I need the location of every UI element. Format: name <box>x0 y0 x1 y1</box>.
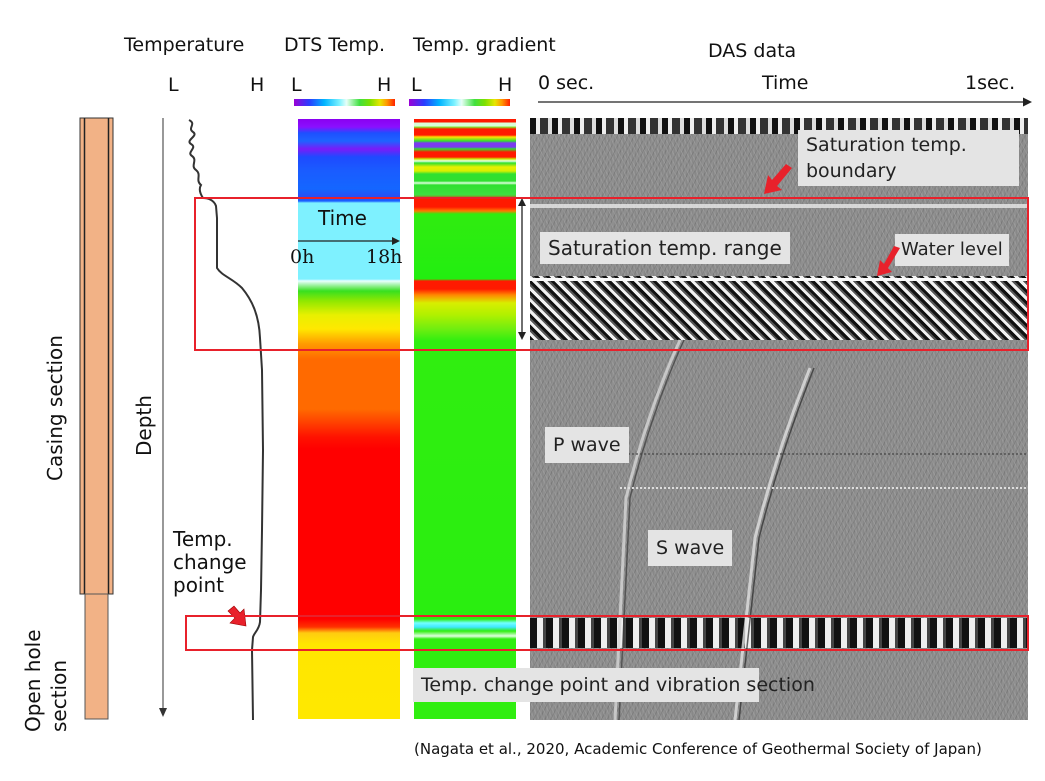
dts-color-scale <box>294 99 395 106</box>
dts-high-label: H <box>377 74 392 96</box>
s-wave-label: S wave <box>648 530 733 566</box>
p-wave-label: P wave <box>545 427 629 463</box>
well-casing-diagram <box>79 117 114 720</box>
water-level-label: Water level <box>895 234 1009 266</box>
temp-gradient-column <box>414 119 516 719</box>
header-das-data: DAS data <box>708 40 797 62</box>
change-point-highlight-box <box>185 615 1029 651</box>
temperature-low-label: L <box>168 74 179 96</box>
dts-low-label: L <box>291 74 302 96</box>
change-point-line2: change <box>173 550 247 574</box>
das-time-end: 1sec. <box>965 72 1016 94</box>
das-waterfall-plot <box>530 118 1028 720</box>
open-hole-label-line1: Open hole <box>21 629 45 732</box>
dts-inset-end: 18h <box>366 246 403 268</box>
temperature-profile-curve <box>188 119 265 721</box>
casing-section-label: Casing section <box>43 335 67 481</box>
dts-temperature-column <box>298 119 400 719</box>
saturation-range-label: Saturation temp. range <box>540 232 790 264</box>
dts-inset-start: 0h <box>290 246 315 268</box>
change-point-line1: Temp. <box>173 527 233 551</box>
header-temperature: Temperature <box>124 34 245 56</box>
temperature-high-label: H <box>250 74 265 96</box>
das-time-start: 0 sec. <box>538 72 595 94</box>
saturation-range-highlight-box <box>194 197 1029 351</box>
das-time-label: Time <box>762 72 809 94</box>
depth-label: Depth <box>132 395 156 456</box>
saturation-boundary-line2: boundary <box>806 160 897 182</box>
dts-time-inset: Time 0h 18h <box>290 200 403 280</box>
gradient-color-scale <box>409 99 510 106</box>
water-level-arrow-icon <box>877 246 900 276</box>
header-temp-gradient: Temp. gradient <box>413 34 556 56</box>
das-water-level-line <box>530 278 1028 281</box>
saturation-boundary-line1: Saturation temp. <box>806 134 967 156</box>
saturation-range-double-arrow <box>518 198 526 340</box>
gradient-high-label: H <box>498 74 513 96</box>
saturation-boundary-arrow-icon <box>764 164 792 194</box>
header-dts-temp: DTS Temp. <box>284 34 386 56</box>
das-water-level-band <box>530 276 1028 340</box>
citation: (Nagata et al., 2020, Academic Conferenc… <box>414 740 982 758</box>
wave-arrival-curves <box>613 339 1028 720</box>
open-hole-label-line2: section <box>47 659 71 732</box>
change-point-line3: point <box>173 573 225 597</box>
dts-inset-arrow <box>298 237 400 245</box>
temp-change-vibration-label: Temp. change point and vibration section <box>413 668 815 702</box>
gradient-low-label: L <box>411 74 422 96</box>
das-vibration-band <box>530 618 1028 648</box>
temp-change-point-label: Temp. change point <box>173 528 247 597</box>
dts-inset-title: Time <box>318 206 367 230</box>
depth-arrow <box>159 118 167 717</box>
das-saturation-boundary-line <box>530 204 1028 208</box>
saturation-boundary-label: Saturation temp. boundary <box>798 130 1019 186</box>
das-time-arrow <box>538 97 1032 107</box>
